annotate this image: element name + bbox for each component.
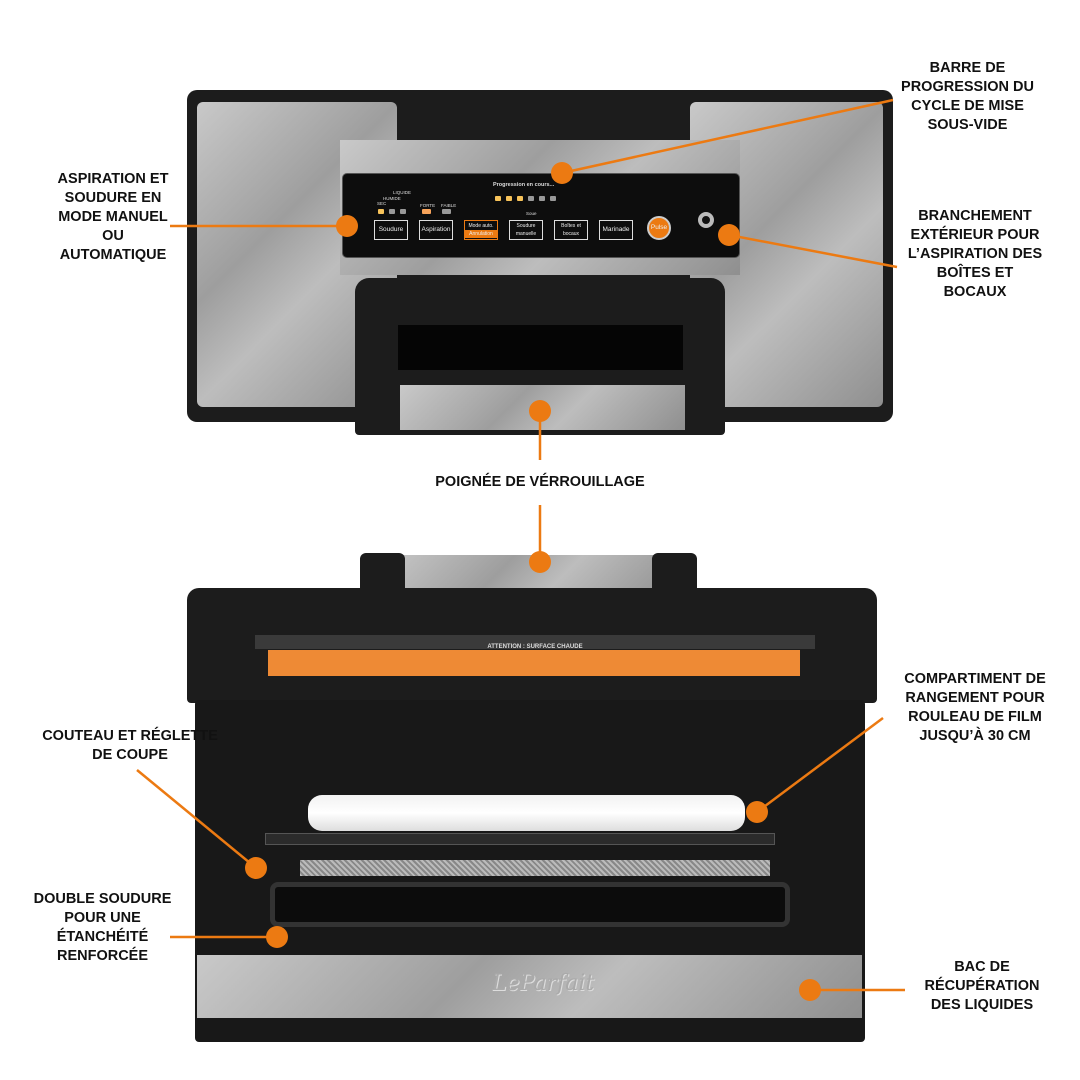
progress-led <box>517 196 523 201</box>
label-manual-auto: ASPIRATION ET SOUDURE EN MODE MANUEL OU … <box>57 171 169 263</box>
annulation-label: Annulation <box>465 230 497 238</box>
led-forte <box>422 209 431 214</box>
soudure-button[interactable]: Soudure <box>374 220 408 240</box>
humide-label: HUMIDE <box>383 196 401 201</box>
film-mesh <box>300 860 770 876</box>
marinade-button[interactable]: Marinade <box>599 220 633 240</box>
label-roll-storage: COMPARTIMENT DE RANGEMENT POUR ROULEAU D… <box>904 671 1046 744</box>
pulse-button[interactable]: Pulse <box>647 216 671 240</box>
label-external-port: BRANCHEMENT EXTÉRIEUR POUR L’ASPIRATION … <box>907 208 1043 300</box>
liquide-label: LIQUIDE <box>393 190 412 195</box>
logo: LeParfait <box>492 971 595 996</box>
led-faible <box>442 209 451 214</box>
lid-warning: ATTENTION : SURFACE CHAUDE <box>487 644 583 650</box>
progress-led <box>550 196 556 201</box>
orange-seal-strip <box>268 650 800 676</box>
cutter-bar[interactable] <box>265 833 775 845</box>
label-lock-handle: POIGNÉE DE VÉRROUILLAGE <box>435 474 645 490</box>
progress-led <box>539 196 545 201</box>
lid-warning-strip: ATTENTION : SURFACE CHAUDE <box>255 635 815 650</box>
led-sec <box>378 209 384 214</box>
seal-gasket <box>270 882 790 927</box>
progress-led <box>528 196 534 201</box>
mode-auto-button[interactable]: Mode auto. Annulation <box>464 220 498 240</box>
label-drip-tray: BAC DE RÉCUPÉRATION DES LIQUIDES <box>924 959 1040 1013</box>
mode-auto-label: Mode auto. <box>468 223 494 229</box>
progress-led <box>506 196 512 201</box>
led-liquide <box>400 209 406 214</box>
led-humide <box>389 209 395 214</box>
label-cutter: COUTEAU ET RÉGLETTE DE COUPE <box>42 728 218 763</box>
progress-text: Progression en cours... <box>493 182 555 188</box>
film-roll <box>308 795 745 831</box>
label-progress-bar: BARRE DE PROGRESSION DU CYCLE DE MISE SO… <box>901 60 1034 133</box>
external-port[interactable] <box>698 212 714 228</box>
progress-led <box>495 196 501 201</box>
boites-bocaux-button[interactable]: Boîtes et bocaux <box>554 220 588 240</box>
control-panel: Progression en cours... SEC HUMIDE LIQUI… <box>342 173 740 258</box>
forte-label: FORTE <box>420 203 436 208</box>
soudure-manuelle-button[interactable]: Soudure manuelle <box>509 220 543 240</box>
faible-label: FAIBLE <box>441 203 457 208</box>
drip-tray-front[interactable]: LeParfait <box>197 955 862 1018</box>
handle-steel-bar[interactable] <box>400 385 685 430</box>
handle-opening <box>398 325 683 370</box>
aspiration-button[interactable]: Aspiration <box>419 220 453 240</box>
label-double-seal: DOUBLE SOUDURE POUR UNE ÉTANCHÉITÉ RENFO… <box>33 891 172 964</box>
sec-label: SEC <box>377 201 387 206</box>
soue-label: Soue <box>526 211 537 216</box>
